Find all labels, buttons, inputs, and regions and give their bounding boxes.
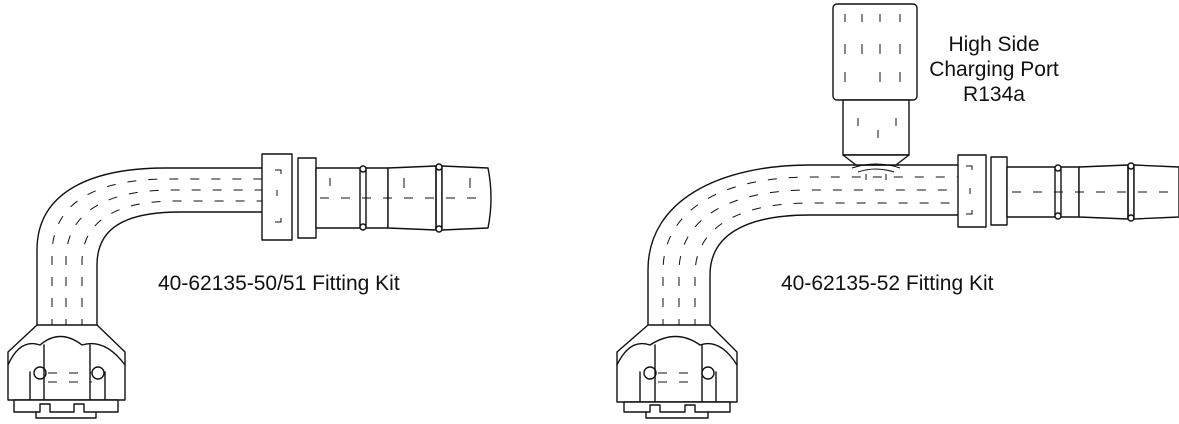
hex-fitting-arcs — [29, 344, 106, 401]
callout-line-3: R134a — [963, 83, 1025, 106]
hex-fitting-arcs — [616, 335, 738, 366]
flange — [297, 157, 317, 239]
hex-fitting-hole — [643, 366, 657, 380]
hex-fitting-arcs — [7, 335, 126, 366]
elbow-inner-wall — [96, 211, 263, 329]
ring-dot — [1054, 164, 1062, 172]
hex-nut — [261, 153, 293, 241]
callout-line-1: High Side — [948, 33, 1040, 56]
hex-fitting-arcs — [639, 344, 717, 403]
elbow-outer-wall — [647, 164, 959, 329]
elbow-hidden-line — [662, 176, 958, 328]
hex-fitting-hole — [701, 366, 715, 380]
barb-tail — [441, 165, 492, 231]
hex-fitting-hidden — [658, 372, 700, 383]
ring-dot — [435, 225, 443, 233]
hex-fitting-hole — [33, 366, 47, 380]
elbow-centerline — [65, 189, 262, 328]
cap-detail — [844, 14, 901, 82]
ring-dot — [359, 223, 367, 231]
fitting-kit-1 — [7, 153, 492, 419]
charging-port-base — [842, 154, 910, 166]
stem-detail — [857, 118, 897, 138]
fitting-kit-2 — [616, 3, 1179, 419]
base-flange — [645, 411, 709, 419]
ring-dot — [1127, 162, 1135, 170]
elbow-outer-wall — [36, 167, 263, 329]
callout-line-2: Charging Port — [929, 58, 1059, 81]
kit-label-50-51: 40-62135-50/51 Fitting Kit — [158, 272, 400, 295]
hex-fitting-body — [7, 324, 126, 401]
charging-port-callout: High Side Charging Port R134a — [924, 32, 1064, 107]
barb-ring — [1127, 164, 1135, 220]
elbow-inner-wall — [709, 214, 959, 329]
barb-ring — [435, 165, 443, 231]
charging-port-cap — [832, 3, 918, 101]
nut-detail — [966, 165, 973, 215]
elbow-hidden-line — [51, 178, 262, 328]
elbow-centerline — [678, 189, 958, 328]
base-flange — [35, 411, 97, 419]
ring-dot — [1054, 212, 1062, 220]
flange — [990, 156, 1008, 226]
elbow-hidden-line — [694, 202, 958, 328]
elbow-hidden-line — [81, 200, 262, 328]
charging-port-stem — [842, 99, 910, 156]
base-tabs — [623, 401, 731, 413]
nut-detail — [275, 169, 282, 223]
kit-label-52: 40-62135-52 Fitting Kit — [781, 272, 994, 295]
tube-detail — [329, 178, 471, 188]
barb-tail — [1133, 164, 1179, 220]
ring-dot — [435, 163, 443, 171]
ring-dot — [359, 165, 367, 173]
ring-dot — [1127, 214, 1135, 222]
port-weld — [851, 163, 901, 180]
base-tabs — [13, 399, 119, 413]
hex-fitting-hidden — [48, 372, 92, 383]
